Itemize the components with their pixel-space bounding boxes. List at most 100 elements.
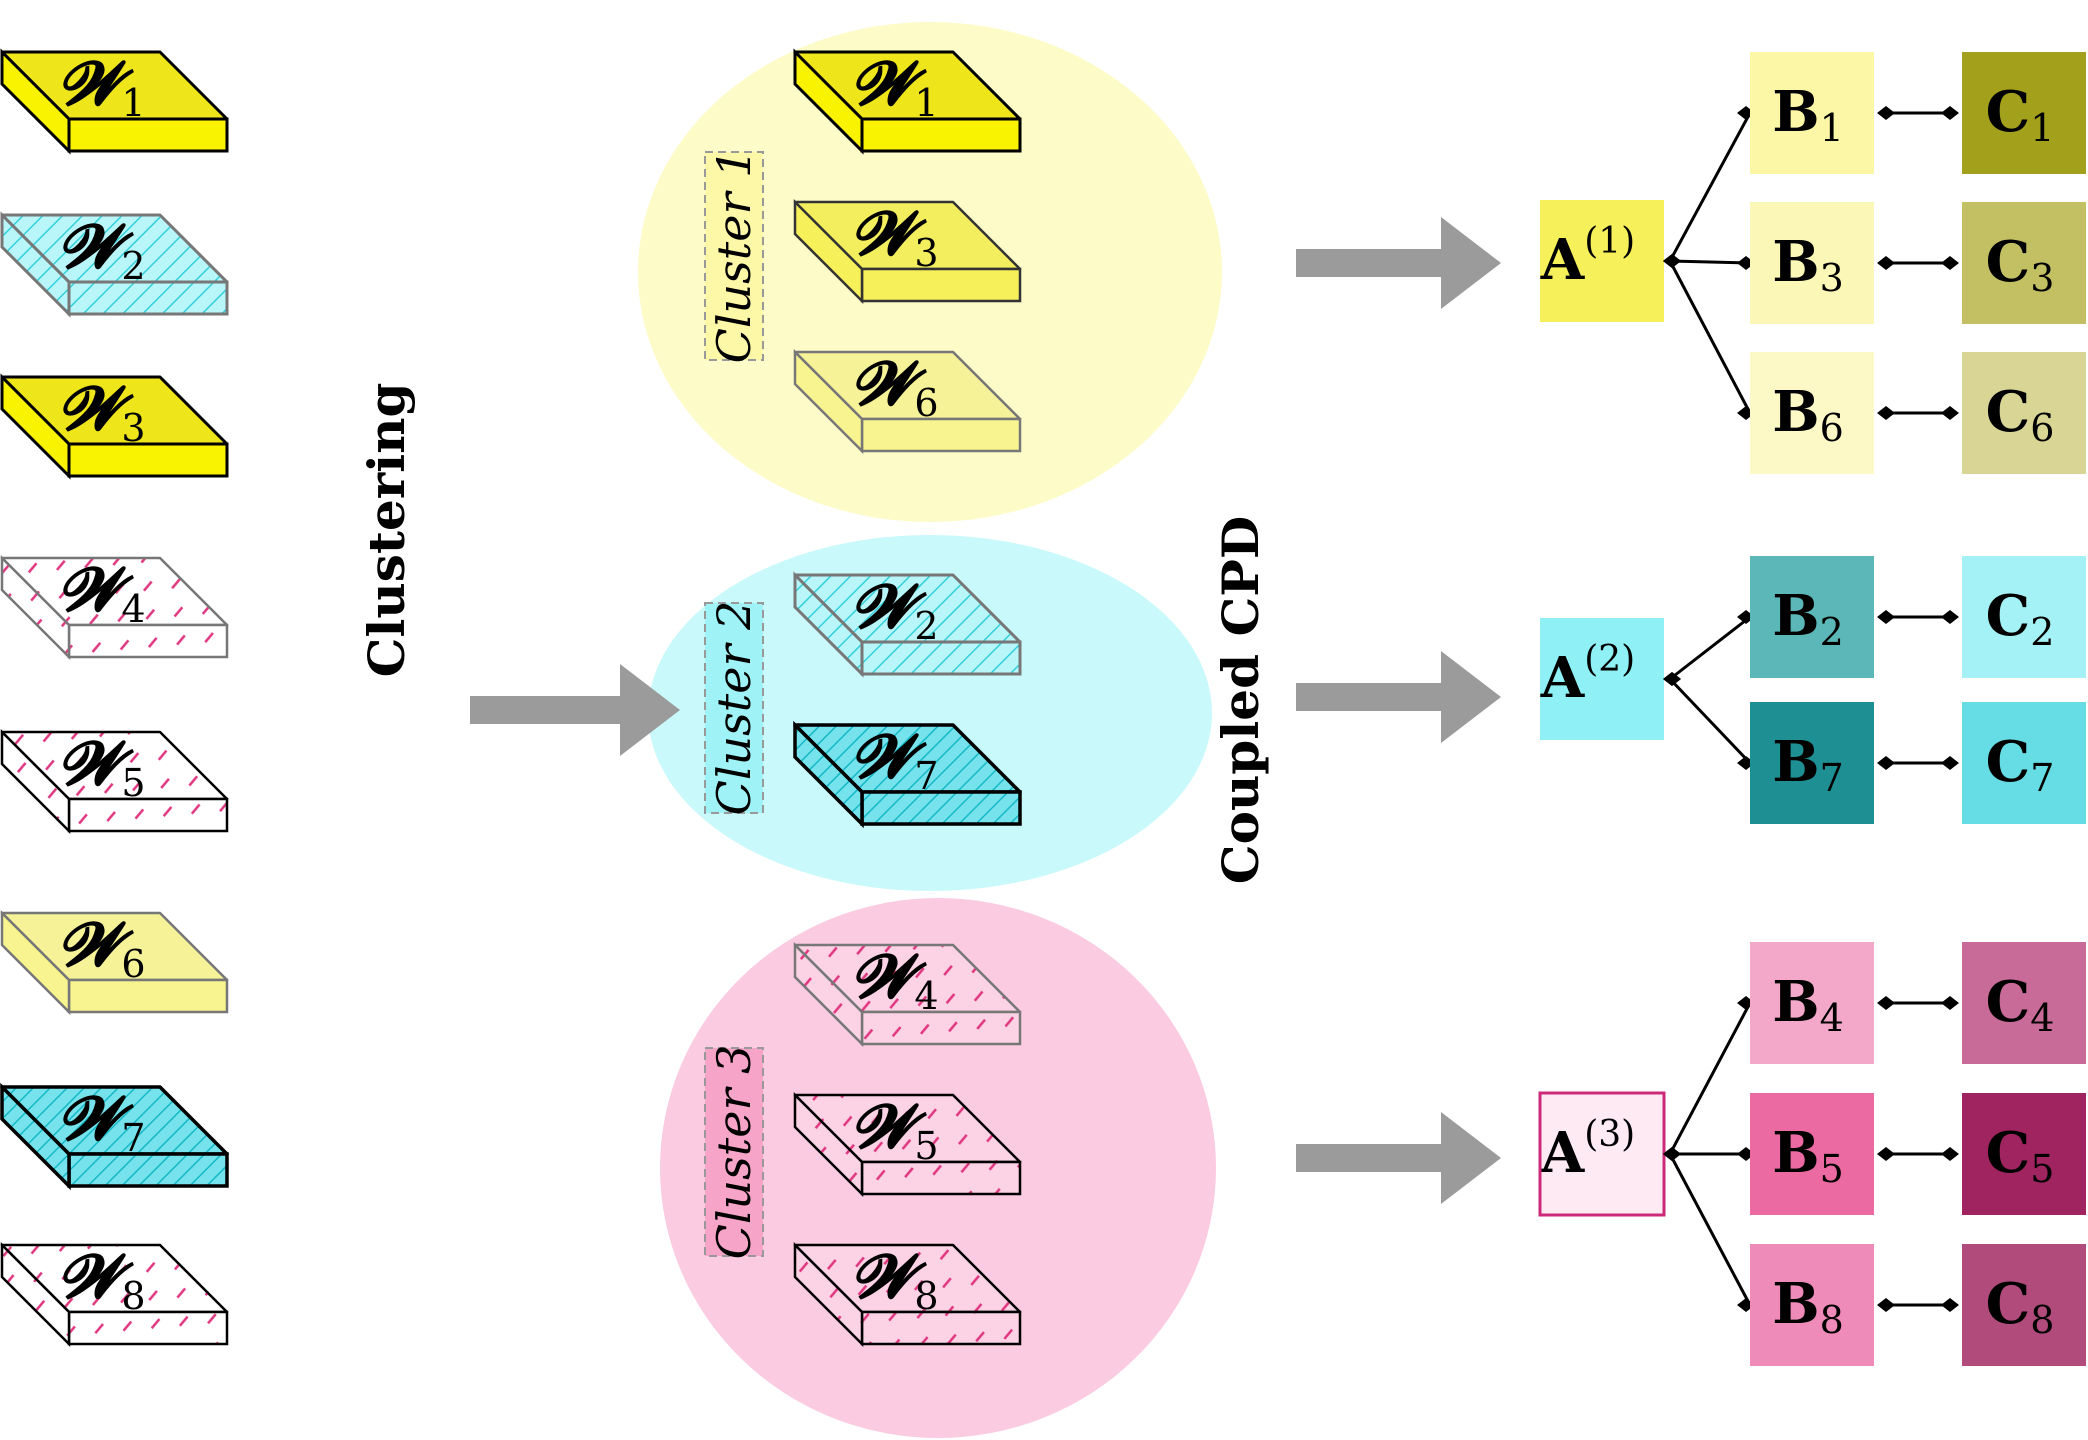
matrix-box (1750, 556, 1874, 678)
tensor-w3: 𝓦3 (793, 198, 1022, 305)
matrix-box (1750, 1093, 1874, 1215)
tensor-w5: 𝓦5 (0, 728, 229, 835)
slab-left-face (793, 198, 864, 305)
cluster-2-region (648, 535, 1212, 891)
matrix-label: B6 (1772, 379, 1844, 450)
factor-c6: C6 (1962, 352, 2086, 474)
matrix-box (1962, 52, 2086, 174)
slab-left-face (793, 1241, 864, 1348)
slab-left-face (793, 941, 864, 1048)
a-b-edge (1668, 112, 1752, 262)
tensor-w6: 𝓦6 (793, 348, 1022, 455)
cluster-label-box (704, 151, 764, 361)
factor-b6: B6 (1750, 352, 1874, 474)
slab-front-face (67, 117, 229, 153)
slab-front-face (860, 1160, 1022, 1196)
matrix-box (1962, 702, 2086, 824)
connector-dot (1877, 610, 1895, 624)
matrix-label: C6 (1986, 379, 2055, 450)
tensor-w5: 𝓦5 (793, 1091, 1022, 1198)
factor-b2: B2 (1750, 556, 1874, 678)
slab-left-face (793, 571, 864, 678)
connector-dot (1941, 256, 1959, 270)
cluster-label: Cluster 3 (707, 1045, 761, 1260)
matrix-box (1962, 352, 2086, 474)
slab-front-face (67, 978, 229, 1014)
a-b-edge (1668, 260, 1752, 414)
factor-a-1: A(1) (1540, 200, 1664, 322)
slab-left-face (0, 909, 71, 1016)
coupled-cpd-stage-label: Coupled CPD (1211, 516, 1270, 884)
factor-a-2: A(2) (1540, 618, 1664, 740)
arrow-shape (470, 664, 680, 756)
tensor-w4: 𝓦4 (793, 941, 1022, 1048)
matrix-box (1962, 1093, 2086, 1215)
matrix-label: C5 (1986, 1120, 2055, 1191)
slab-front-face (67, 1152, 229, 1188)
slab-front-face (860, 267, 1022, 303)
connector-dot (1941, 996, 1959, 1010)
slab-left-face (793, 48, 864, 155)
matrix-label: B7 (1772, 729, 1844, 800)
matrix-box (1750, 702, 1874, 824)
matrix-label: A(3) (1540, 1114, 1635, 1186)
tensor-w7: 𝓦7 (0, 1082, 229, 1191)
slab-left-face (0, 48, 71, 155)
matrix-label: B5 (1772, 1120, 1844, 1191)
matrix-box (1540, 200, 1664, 322)
connector-dot (1941, 610, 1959, 624)
connector-dot (1877, 106, 1895, 120)
factor-c3: C3 (1962, 202, 2086, 324)
matrix-label: A(1) (1540, 221, 1635, 293)
matrix-label: B4 (1772, 969, 1844, 1040)
flow-arrow (1296, 1112, 1501, 1204)
slab-left-face (0, 211, 71, 318)
slab-front-face (67, 623, 229, 659)
tensor-w1: 𝓦1 (793, 48, 1022, 155)
matrix-box (1750, 52, 1874, 174)
factor-b5: B5 (1750, 1093, 1874, 1215)
matrix-label: C4 (1986, 969, 2055, 1040)
factor-b3: B3 (1750, 202, 1874, 324)
slab-front-face (67, 1310, 229, 1346)
connector-dot (1877, 256, 1895, 270)
connector-dot (1941, 106, 1959, 120)
matrix-label: B1 (1772, 79, 1844, 150)
connector-dot (1941, 756, 1959, 770)
factor-c8: C8 (1962, 1244, 2086, 1366)
matrix-label: A(2) (1540, 639, 1635, 711)
matrix-label: B8 (1772, 1271, 1844, 1342)
matrix-box (1750, 1244, 1874, 1366)
matrix-box (1540, 618, 1664, 740)
matrix-label: C3 (1986, 229, 2055, 300)
matrix-label: C1 (1986, 79, 2055, 150)
flow-arrow (1296, 651, 1501, 743)
tensor-w3: 𝓦3 (0, 373, 229, 480)
slab-front-face (67, 442, 229, 478)
slab-left-face (0, 373, 71, 480)
clustering-stage-label: Clustering (357, 383, 416, 678)
matrix-label: B2 (1772, 583, 1844, 654)
matrix-box (1962, 942, 2086, 1064)
a-b-edge (1669, 259, 1751, 265)
a-b-edge (1668, 677, 1752, 765)
slab-left-face (793, 1091, 864, 1198)
arrow-shape (1296, 217, 1501, 309)
slab-front-face (67, 280, 229, 316)
cluster-label-box (704, 1047, 764, 1257)
slab-front-face (860, 790, 1022, 826)
slab-front-face (860, 1010, 1022, 1046)
slab-left-face (0, 728, 71, 835)
factor-a-3: A(3) (1538, 1091, 1666, 1217)
cluster-label-box (704, 602, 764, 814)
matrix-box (1540, 1093, 1664, 1215)
connector-dot (1877, 406, 1895, 420)
slab-front-face (860, 1310, 1022, 1346)
tensor-w7: 𝓦7 (793, 720, 1022, 829)
tensor-w6: 𝓦6 (0, 909, 229, 1016)
